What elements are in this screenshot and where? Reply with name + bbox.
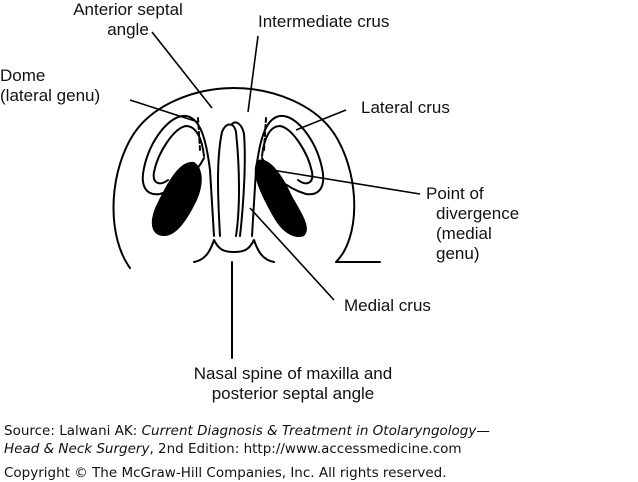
right-medial-crus <box>231 121 246 237</box>
label-line: genu) <box>436 244 480 263</box>
medial-crus-label: Medial crus <box>344 296 431 315</box>
leader-anterior-septal <box>151 31 213 109</box>
anterior-septal-angle-label: Anterior septal angle <box>62 0 194 40</box>
source-suffix: , 2nd Edition: http://www.accessmedicine… <box>149 441 462 457</box>
label-line: (medial <box>436 224 492 243</box>
leader-divergence <box>271 169 421 195</box>
right-inner-contour <box>261 125 314 185</box>
copyright-line: Copyright © The McGraw-Hill Companies, I… <box>4 465 447 481</box>
right-nostril <box>254 159 307 238</box>
label-line: Dome <box>0 66 46 85</box>
lateral-crus-label: Lateral crus <box>361 98 450 117</box>
label-line: (lateral genu) <box>0 86 101 105</box>
nose-outline <box>112 87 381 269</box>
dome-label: Dome (lateral genu) <box>0 66 100 106</box>
left-dome-dashes <box>197 117 201 151</box>
source-title-part-2: Head & Neck Surgery <box>4 441 150 457</box>
source-citation-line-2: Head & Neck Surgery, 2nd Edition: http:/… <box>4 441 462 458</box>
label-line: angle <box>107 20 149 39</box>
columella-base <box>193 239 275 263</box>
source-prefix: Source: Lalwani AK: <box>4 423 142 439</box>
leader-lateral-crus <box>295 109 347 131</box>
right-dome-dashes <box>263 117 267 151</box>
label-line: Nasal spine of maxilla and <box>193 364 393 383</box>
source-citation-line-1: Source: Lalwani AK: Current Diagnosis & … <box>4 423 490 440</box>
leader-medial-crus <box>249 207 335 301</box>
leader-dome <box>129 99 199 123</box>
intermediate-crus-label: Intermediate crus <box>258 12 390 31</box>
point-of-divergence-label: Point of divergence (medial genu) <box>426 184 519 264</box>
label-line: posterior septal angle <box>211 384 375 403</box>
label-line: Anterior septal <box>73 0 183 19</box>
label-line: divergence <box>436 204 520 223</box>
left-medial-crus <box>217 123 240 237</box>
left-inner-contour <box>152 125 205 185</box>
leader-intermediate-crus <box>247 35 259 113</box>
nasal-spine-label: Nasal spine of maxilla and posterior sep… <box>158 364 428 404</box>
left-nostril <box>151 161 202 236</box>
label-line: Point of <box>426 184 484 203</box>
source-title-part-1: Current Diagnosis & Treatment in Otolary… <box>141 423 490 439</box>
